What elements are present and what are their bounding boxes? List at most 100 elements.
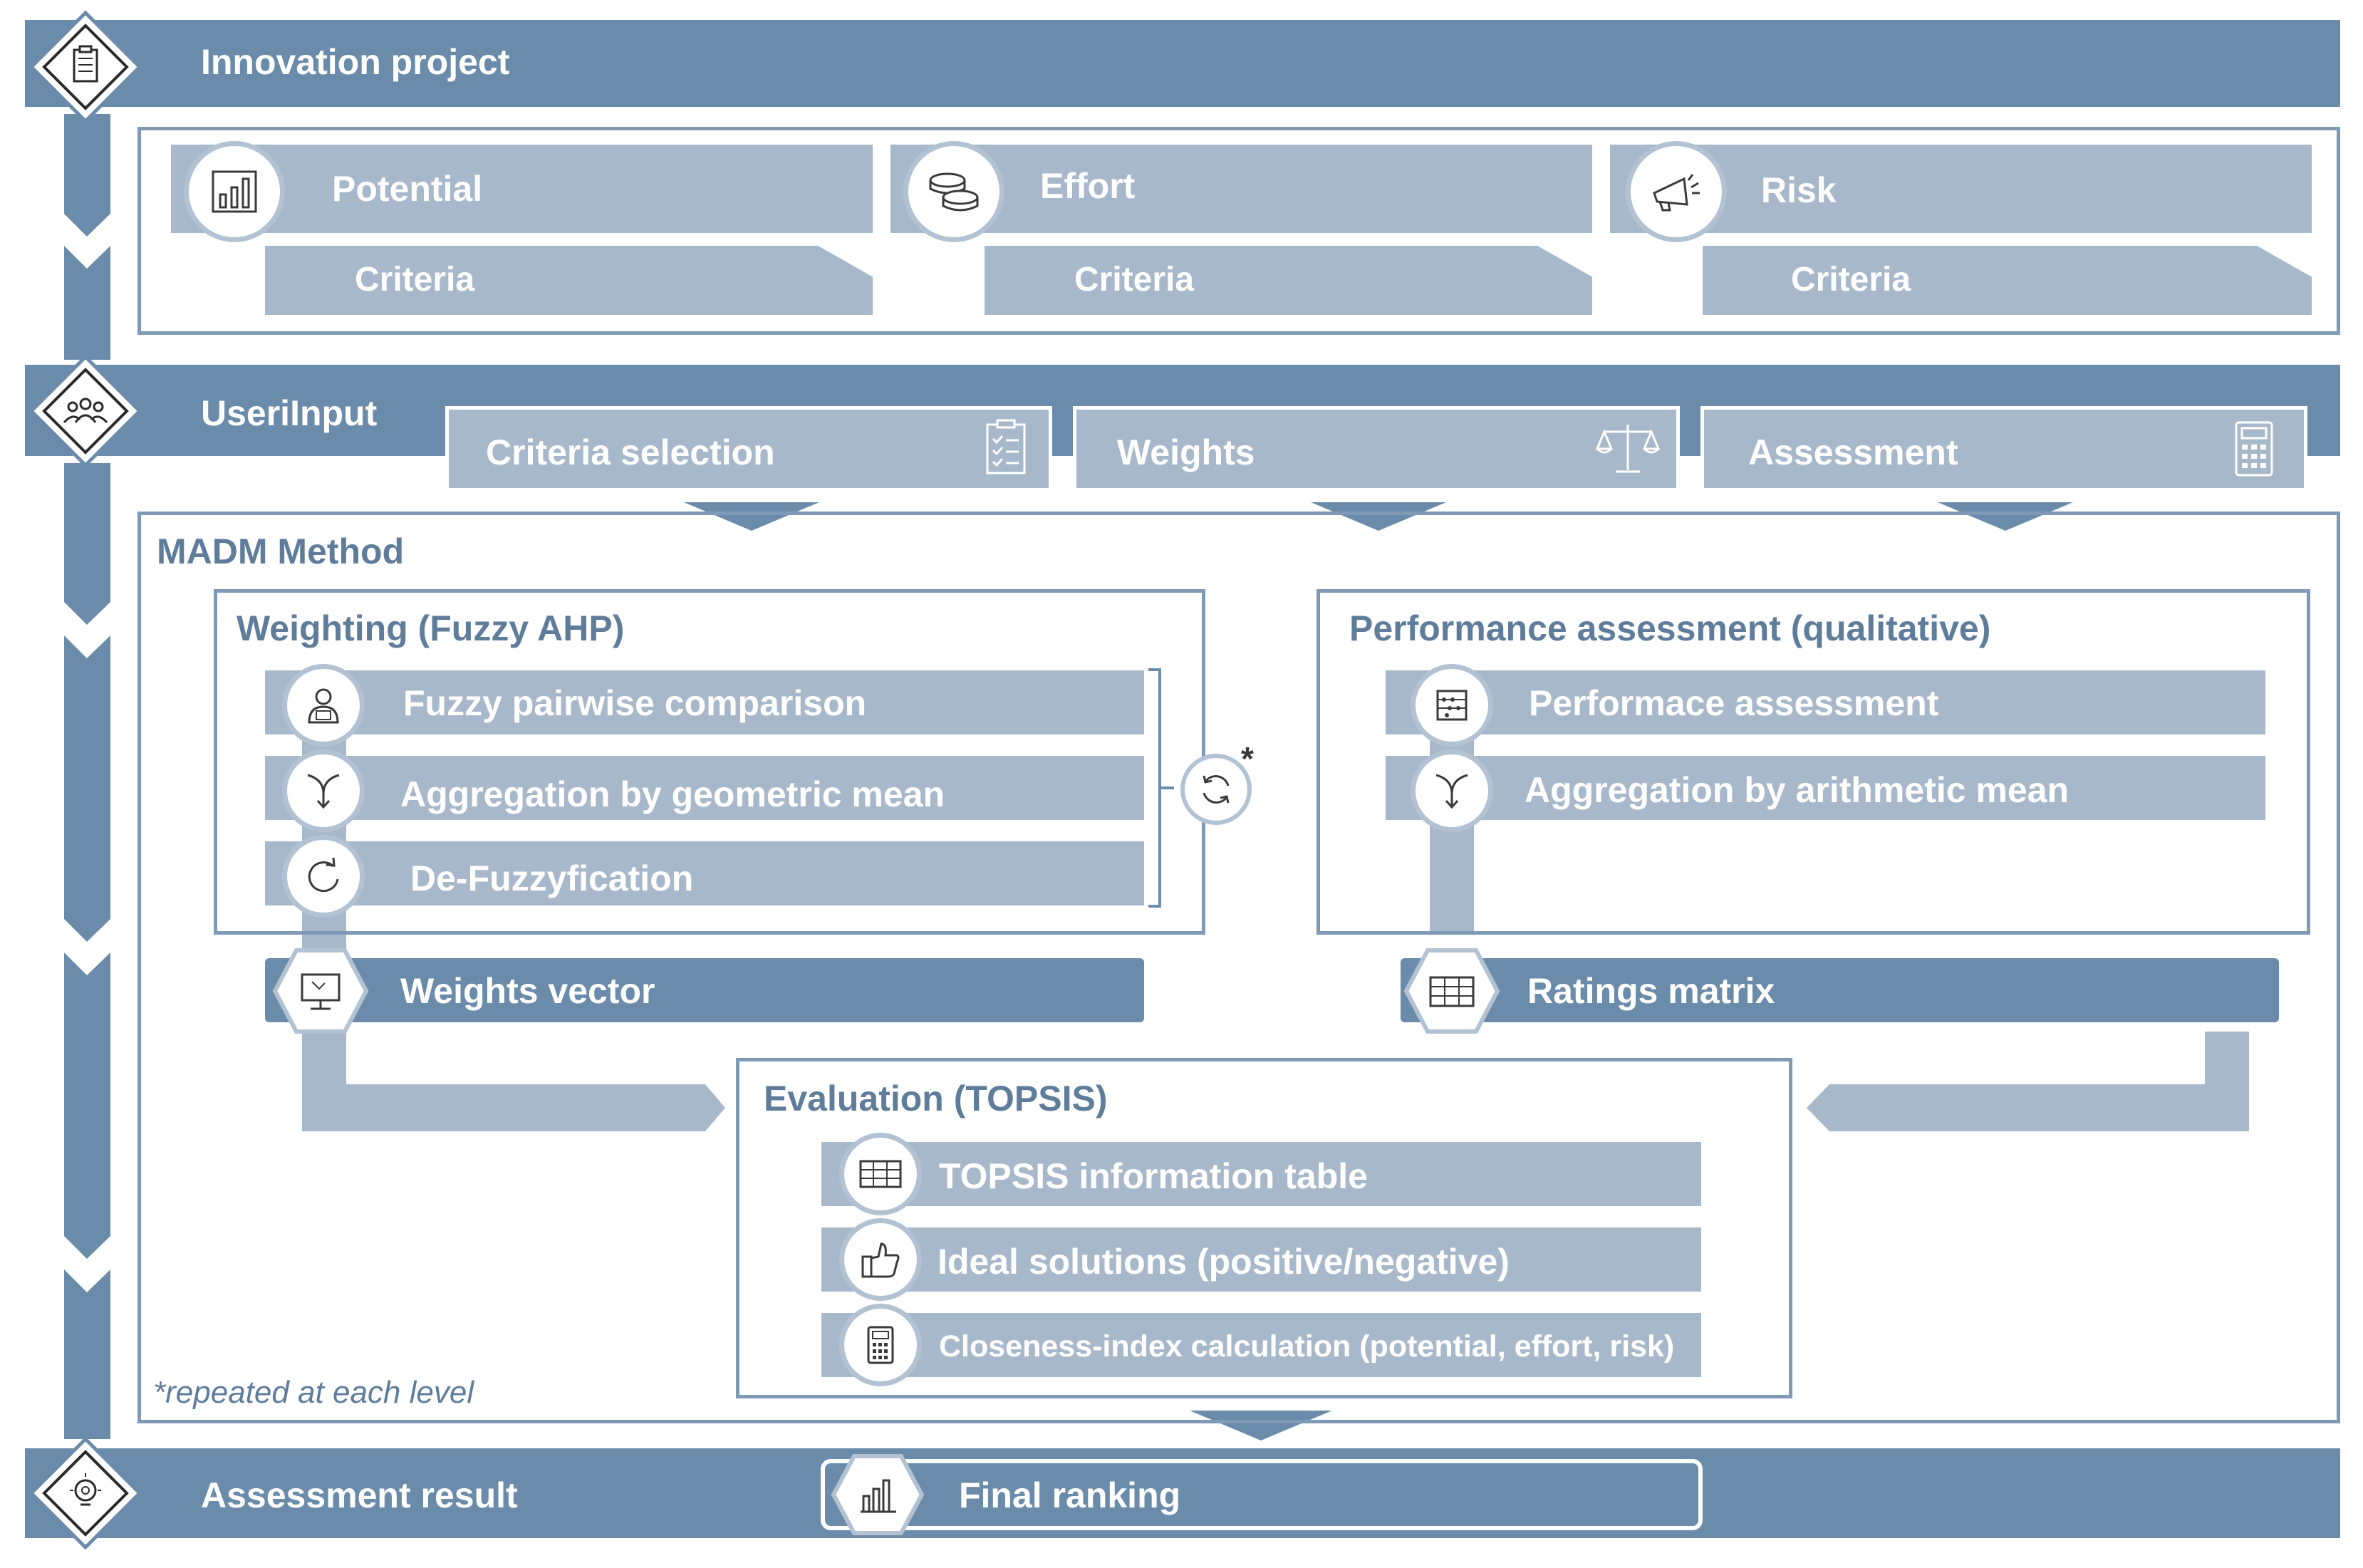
dimension-potential-criteria xyxy=(265,246,873,315)
evaluation-step-1-label: TOPSIS information table xyxy=(939,1156,1368,1196)
ratings-matrix-bar xyxy=(1401,958,2279,1022)
weights-vector-bar xyxy=(265,958,1144,1022)
weights-vector-label: Weights vector xyxy=(400,971,655,1011)
weights-to-evaluation-arrow xyxy=(302,1019,725,1131)
clipboard-icon xyxy=(28,10,142,124)
weights-vector-badge xyxy=(272,947,369,1034)
stage-diamond-3 xyxy=(28,1436,142,1550)
evaluation-pointer xyxy=(1190,1411,1332,1440)
weighting-step-3 xyxy=(265,841,1144,905)
repeat-bracket xyxy=(1148,668,1174,908)
merge-arrow-icon xyxy=(307,774,340,809)
left-chevron-6 xyxy=(64,1270,110,1439)
calculator-icon xyxy=(2234,420,2274,477)
weighting-step-2 xyxy=(265,756,1144,820)
dimension-effort-criteria-label: Criteria xyxy=(1074,261,1195,298)
dimension-potential-title: Potential xyxy=(332,169,483,209)
left-chevron-3 xyxy=(64,463,110,625)
monitor-icon xyxy=(272,948,369,1034)
madm-frame xyxy=(137,512,2340,1423)
coins-icon xyxy=(929,172,979,212)
abacus-icon xyxy=(1436,690,1468,721)
final-ranking-badge xyxy=(831,1453,925,1536)
dimension-effort-criteria xyxy=(985,246,1592,315)
repeat-mark: * xyxy=(1241,740,1254,777)
performance-step-2-badge xyxy=(1411,749,1493,832)
calculator-icon xyxy=(867,1326,894,1364)
input-criteria-selection-label: Criteria selection xyxy=(486,432,775,472)
dimension-effort-icon-badge xyxy=(903,141,1004,242)
weighting-step-1-badge xyxy=(282,664,365,747)
performance-frame xyxy=(1316,589,2310,935)
weighting-step-2-badge xyxy=(282,749,365,832)
madm-footnote: *repeated at each level xyxy=(153,1375,474,1410)
performance-step-1 xyxy=(1386,670,2265,734)
input-pointer-3 xyxy=(1938,502,2073,531)
person-icon xyxy=(308,688,339,724)
users-icon xyxy=(28,354,142,468)
merge-arrow-icon xyxy=(1435,774,1468,809)
thumbs-up-icon xyxy=(861,1242,900,1278)
repeat-cycle-badge xyxy=(1180,754,1252,825)
innovation-project-bar xyxy=(25,20,2340,107)
weighting-step-2-label: Aggregation by geometric mean xyxy=(400,774,945,814)
lightbulb-icon xyxy=(28,1436,142,1550)
table-icon xyxy=(1403,948,1500,1034)
dimension-risk-bar xyxy=(1610,145,2312,233)
dimension-risk-icon-badge xyxy=(1626,141,1727,242)
performance-step-1-label: Performace assessment xyxy=(1529,683,1939,723)
left-chevron-1 xyxy=(64,114,110,237)
dimension-risk-criteria xyxy=(1703,246,2312,315)
ratings-matrix-badge xyxy=(1403,947,1500,1034)
performance-step-2 xyxy=(1386,756,2265,820)
dimension-effort-title: Effort xyxy=(1040,166,1136,206)
performance-title: Performance assessment (qualitative) xyxy=(1349,608,1991,648)
ratings-matrix-label: Ratings matrix xyxy=(1527,971,1775,1011)
evaluation-step-1-badge xyxy=(839,1133,922,1215)
performance-step-1-badge xyxy=(1411,664,1493,747)
user-input-title: UseriInput xyxy=(201,393,378,433)
dimension-effort-bar xyxy=(890,145,1592,233)
left-chevron-5 xyxy=(64,952,110,1259)
bar-chart-icon xyxy=(212,170,257,213)
weighting-title: Weighting (Fuzzy AHP) xyxy=(237,608,625,648)
input-assessment xyxy=(1700,406,2307,492)
dimension-potential-icon-badge xyxy=(184,141,285,242)
megaphone-icon xyxy=(1653,174,1700,212)
dimension-potential-bar xyxy=(171,145,873,233)
weighting-step-3-badge xyxy=(282,835,365,918)
madm-title: MADM Method xyxy=(157,531,405,571)
evaluation-step-3-label: Closeness-index calculation (potential, … xyxy=(939,1329,1675,1364)
dimension-potential-criteria-label: Criteria xyxy=(355,261,475,298)
evaluation-step-3 xyxy=(821,1313,1701,1377)
input-weights xyxy=(1073,406,1680,492)
performance-step-2-label: Aggregation by arithmetic mean xyxy=(1525,770,2069,810)
input-criteria-selection xyxy=(445,406,1052,492)
input-pointer-2 xyxy=(1311,502,1446,531)
innovation-project-title: Innovation project xyxy=(201,42,510,82)
weighting-step-1-label: Fuzzy pairwise comparison xyxy=(403,683,867,723)
dimension-risk-criteria-label: Criteria xyxy=(1791,261,1911,298)
table-icon xyxy=(859,1160,902,1188)
final-ranking-label: Final ranking xyxy=(959,1475,1181,1515)
assessment-result-title: Assessment result xyxy=(201,1475,518,1515)
bar-chart-icon xyxy=(831,1454,925,1535)
evaluation-step-2-badge xyxy=(839,1218,922,1301)
final-ranking-bar xyxy=(821,1459,1703,1530)
cycle-icon xyxy=(1203,775,1230,804)
evaluation-title: Evaluation (TOPSIS) xyxy=(764,1079,1108,1118)
input-weights-label: Weights xyxy=(1117,432,1255,472)
stage-diamond-1 xyxy=(28,10,142,124)
left-chevron-2 xyxy=(64,246,110,360)
refresh-icon xyxy=(308,857,339,893)
ratings-to-evaluation-arrow xyxy=(1807,1032,2249,1131)
input-pointer-1 xyxy=(684,502,819,531)
evaluation-step-2-label: Ideal solutions (positive/negative) xyxy=(938,1242,1510,1282)
checklist-icon xyxy=(985,419,1027,476)
stage-diamond-2 xyxy=(28,354,142,468)
weighting-step-1 xyxy=(265,670,1144,734)
scale-icon xyxy=(1595,420,1661,477)
evaluation-step-3-badge xyxy=(839,1304,922,1386)
evaluation-step-2 xyxy=(821,1227,1701,1292)
dimension-risk-title: Risk xyxy=(1761,170,1837,210)
